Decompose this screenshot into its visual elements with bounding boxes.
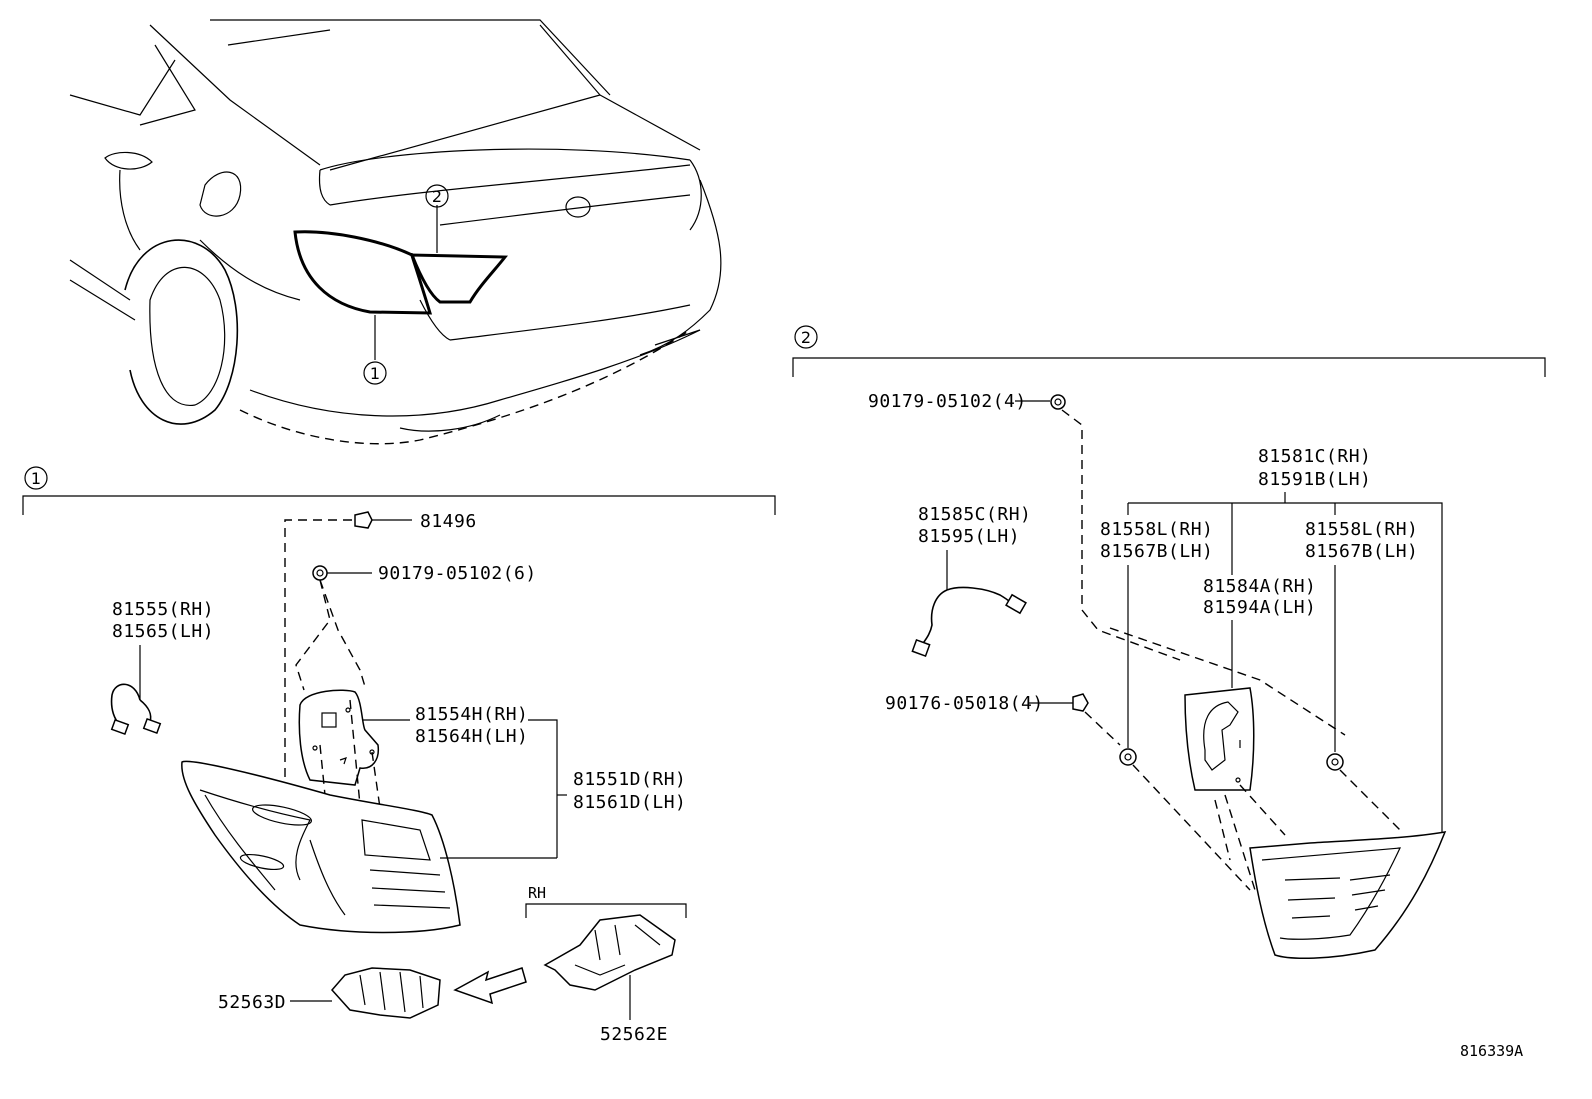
lamp-assembly-81581C: 81581C(RH) 81591B(LH) — [1127, 446, 1443, 832]
svg-text:RH: RH — [528, 884, 546, 902]
svg-text:1: 1 — [370, 364, 380, 383]
svg-text:81554H(RH): 81554H(RH) — [415, 704, 528, 725]
svg-text:81591B(LH): 81591B(LH) — [1258, 469, 1371, 490]
socket-wire-81555: 81555(RH) 81565(LH) — [110, 599, 214, 736]
svg-text:52563D: 52563D — [218, 992, 286, 1013]
svg-text:52562E: 52562E — [600, 1024, 668, 1045]
clip-81496: 81496 — [284, 511, 477, 800]
nut-90179-6: 90179-05102(6) — [295, 563, 537, 691]
svg-text:81584A(RH): 81584A(RH) — [1203, 576, 1316, 597]
svg-text:81594A(LH): 81594A(LH) — [1203, 597, 1316, 618]
callout-1-car: 1 — [363, 361, 387, 385]
bracket-52563D: 52563D — [218, 967, 441, 1019]
wire-81585C: 81585C(RH) 81595(LH) — [911, 504, 1031, 657]
seal-81558L-left: 81558L(RH) 81567B(LH) — [1100, 519, 1251, 891]
svg-text:81567B(LH): 81567B(LH) — [1305, 541, 1418, 562]
rh-bracket-group: RH 52562E — [525, 884, 687, 1045]
svg-text:2: 2 — [801, 328, 811, 347]
cover-81584A: 81584A(RH) 81594A(LH) — [1109, 576, 1346, 891]
svg-text:81555(RH): 81555(RH) — [112, 599, 214, 620]
svg-text:81585C(RH): 81585C(RH) — [918, 504, 1031, 525]
svg-text:90179-05102(4): 90179-05102(4) — [868, 391, 1027, 412]
screw-90176-4: 90176-05018(4) — [885, 693, 1121, 746]
svg-text:81558L(RH): 81558L(RH) — [1305, 519, 1418, 540]
nut-90179-4: 90179-05102(4) — [868, 391, 1181, 661]
svg-text:2: 2 — [432, 187, 442, 206]
svg-text:81581C(RH): 81581C(RH) — [1258, 446, 1371, 467]
car-rear-illustration — [69, 19, 722, 445]
svg-text:81567B(LH): 81567B(LH) — [1100, 541, 1213, 562]
diagram-id: 816339A — [1460, 1042, 1523, 1060]
svg-text:81551D(RH): 81551D(RH) — [573, 769, 686, 790]
section-2-header: 2 — [792, 325, 1546, 377]
inner-tail-lamp — [1249, 831, 1447, 959]
callout-2-car: 2 — [425, 184, 449, 208]
tail-lamp-81551D: 81551D(RH) 81561D(LH) — [181, 760, 686, 934]
svg-text:1: 1 — [31, 469, 41, 488]
direction-arrow — [453, 967, 527, 1005]
svg-text:81595(LH): 81595(LH) — [918, 526, 1020, 547]
svg-text:81558L(RH): 81558L(RH) — [1100, 519, 1213, 540]
svg-text:81561D(LH): 81561D(LH) — [573, 792, 686, 813]
svg-text:81565(LH): 81565(LH) — [112, 621, 214, 642]
section-1-header: 1 — [22, 466, 776, 515]
seal-81558L-right: 81558L(RH) 81567B(LH) — [1305, 519, 1418, 831]
svg-text:90176-05018(4): 90176-05018(4) — [885, 693, 1044, 714]
svg-text:81496: 81496 — [420, 511, 477, 532]
svg-text:81564H(LH): 81564H(LH) — [415, 726, 528, 747]
gasket-81554H: 81554H(RH) 81564H(LH) — [298, 689, 558, 858]
svg-text:90179-05102(6): 90179-05102(6) — [378, 563, 537, 584]
